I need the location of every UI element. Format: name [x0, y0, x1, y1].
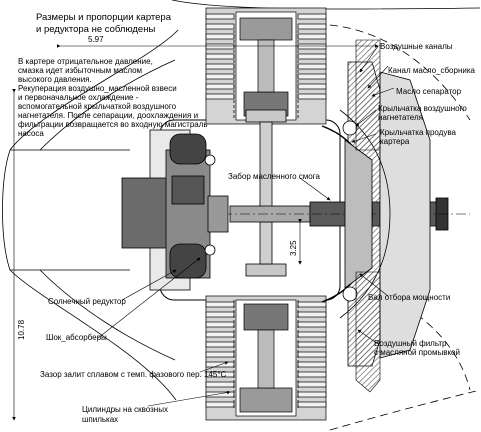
label-sun-gear: Солнечный редуктор [48, 297, 126, 306]
label-blower-impeller-2: нагнетателя [378, 113, 423, 122]
note-line: высокого давления. [18, 75, 92, 84]
label-air-filter-2: с масляной промывкой [374, 348, 460, 357]
shock-absorbers [204, 154, 216, 256]
label-power-shaft: Вал отбора мощности [368, 293, 450, 302]
note-line: В картере отрицательное давление, [18, 57, 153, 66]
label-air-channels: Воздушные каналы [380, 42, 453, 51]
label-shock-absorbers: Шок_абсорберы [46, 333, 107, 342]
warning-line-1: Размеры и пропорции картера [36, 12, 172, 23]
label-gap-alloy: Зазор залит сплавом с темп. фазового пер… [40, 370, 227, 379]
label-cylinders-1: Цилиндры на сквозных [82, 405, 168, 414]
label-oil-collector-channel: Канал масло_сборника [388, 66, 476, 75]
dimension-height-label: 10.78 [17, 319, 26, 340]
label-blower-impeller-1: Крыльчатка воздушного [378, 104, 467, 113]
sun-gear-reducer [121, 133, 229, 279]
label-cylinders-2: шпильках [82, 415, 118, 424]
warning-line-2: и редуктора не соблюдены [36, 24, 155, 35]
note-line: Рекуперация воздушно_масленной взвеси [18, 84, 177, 93]
notes: В картере отрицательное давление, смазка… [18, 57, 208, 138]
dimension-middle-label: 3.25 [289, 240, 298, 256]
note-line: насоса [18, 129, 44, 138]
air-filter [355, 39, 381, 393]
upper-cylinder [205, 7, 327, 125]
label-oil-separator: Масло сепаратор [396, 87, 462, 96]
leader-lines [97, 45, 395, 407]
note-line: смазка идет избыточным маслом [18, 66, 142, 75]
note-line: фильтрации возвращается во входную магис… [18, 120, 208, 129]
note-line: нагнетателя. После сепарации, доохлажден… [18, 111, 198, 120]
label-purge-impeller-1: Крыльчатка продува [380, 128, 456, 137]
label-oil-mist-intake: Забор масленного смога [228, 172, 320, 181]
label-air-filter-1: Воздушный фильтр [374, 339, 447, 348]
lower-cylinder [205, 295, 327, 421]
connecting-rods [245, 109, 287, 277]
note-line: вспомогательной крыльчаткой воздушного [18, 102, 177, 111]
label-purge-impeller-2: картера [380, 137, 410, 146]
note-line: и первоначальное охлаждение - [18, 93, 139, 102]
dimension-top-label: 5.97 [88, 35, 104, 44]
